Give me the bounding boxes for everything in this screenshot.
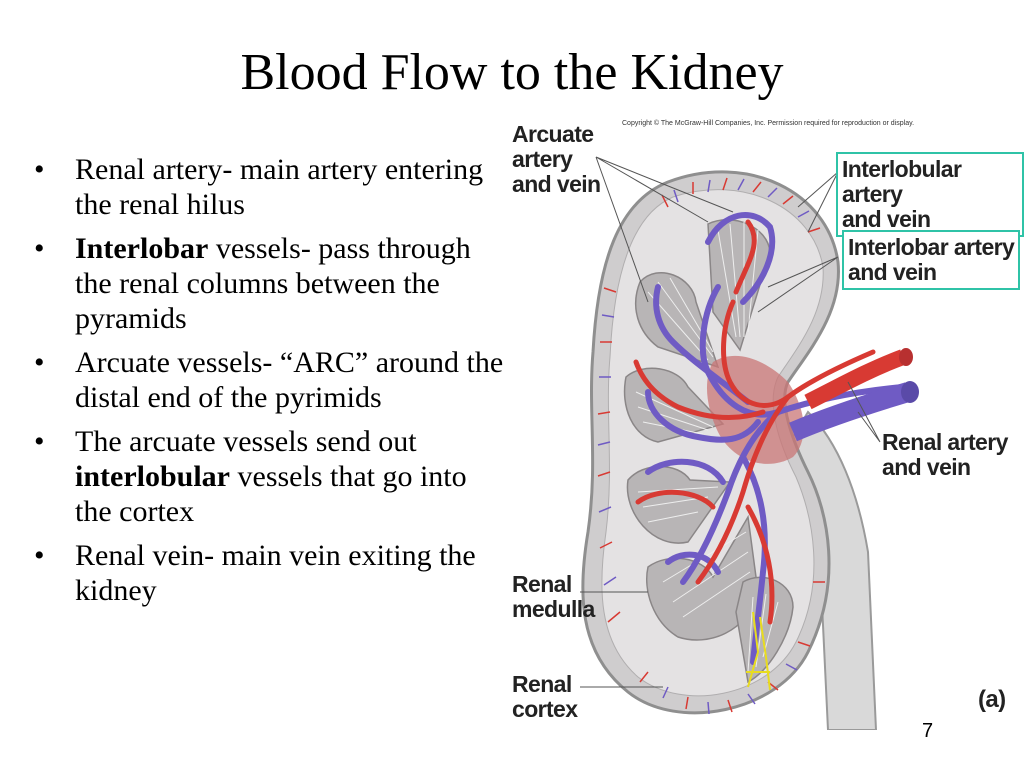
pointer-lines	[580, 156, 881, 688]
bullet-bold-term: interlobular	[75, 460, 230, 493]
bullet-bold-term: Interlobar	[75, 232, 209, 265]
label-renal-cortex: Renal cortex	[512, 671, 578, 722]
renal-artery-end	[899, 348, 913, 366]
bullet-item: • The arcuate vessels send out interlobul…	[34, 424, 504, 529]
bullet-dot-icon: •	[34, 539, 45, 572]
bullet-dot-icon: •	[34, 232, 45, 265]
bullet-text: Arcuate vessels- “ARC” around the distal…	[75, 346, 504, 414]
label-interlobar: Interlobar artery and vein	[842, 230, 1021, 290]
page-number: 7	[922, 720, 934, 742]
interlobular-arteries	[597, 177, 825, 713]
bullet-item: • Renal vein- main vein exiting the kidne…	[34, 538, 504, 608]
copyright-notice: Copyright © The McGraw-Hill Companies, I…	[622, 120, 915, 127]
bullet-text: Renal vein- main vein exiting the kidney	[75, 539, 476, 607]
renal-vein	[789, 382, 911, 442]
bullet-text: vessels- pass through the renal columns …	[75, 232, 471, 335]
bullet-text: The arcuate vessels send out	[75, 425, 417, 458]
label-interlobular: Interlobular artery and vein	[836, 152, 1024, 237]
highlight-structure	[746, 611, 771, 691]
bullet-dot-icon: •	[34, 346, 45, 379]
kidney-illustration	[580, 156, 919, 730]
bullet-text: vessels that go into the cortex	[75, 460, 467, 528]
bullet-item: • Arcuate vessels- “ARC” around the dista…	[34, 345, 504, 415]
renal-vein-end	[901, 381, 919, 403]
bullet-item: • Renal artery- main artery entering the …	[34, 152, 504, 222]
bullet-dot-icon: •	[34, 153, 45, 186]
label-panel: (a)	[978, 686, 1006, 713]
bullet-list: • Renal artery- main artery entering the …	[34, 152, 504, 617]
kidney-figure: Copyright © The McGraw-Hill Companies, I…	[508, 112, 1024, 730]
bullet-dot-icon: •	[34, 425, 45, 458]
bullet-text: Renal artery- main artery entering the r…	[75, 153, 484, 221]
label-renal-medulla: Renal medulla	[512, 571, 595, 622]
label-renal-artery-vein: Renal artery and vein	[882, 429, 1008, 480]
interlobar-arteries	[633, 219, 876, 625]
slide-title: Blood Flow to the Kidney	[240, 44, 784, 101]
bullet-item: • Interlobar vessels- pass through the re…	[34, 231, 504, 336]
interlobular-veins	[597, 178, 810, 715]
label-arcuate: Arcuate artery and vein	[512, 121, 601, 197]
renal-artery	[804, 349, 906, 410]
